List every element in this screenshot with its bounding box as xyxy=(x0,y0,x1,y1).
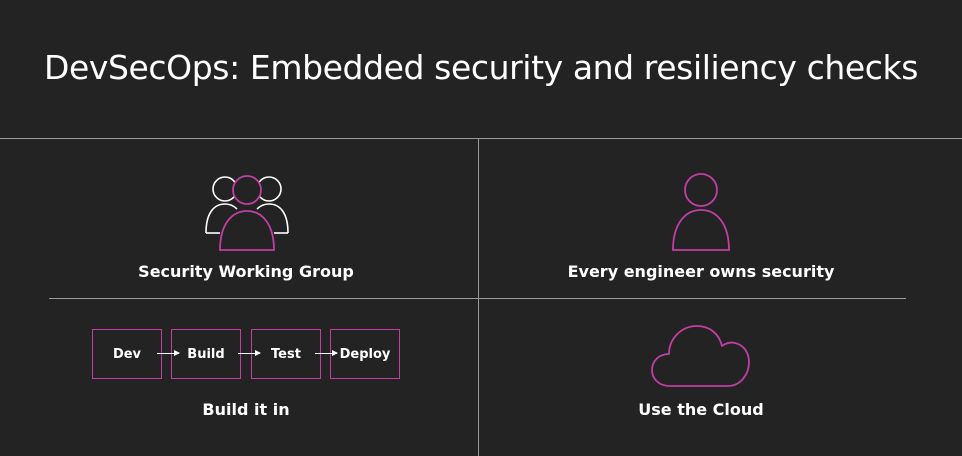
pipeline-stage-label: Test xyxy=(271,346,301,362)
arrow-right-icon xyxy=(238,350,261,356)
every-engineer-label: Every engineer owns security xyxy=(567,262,835,281)
pipeline-stage-label: Build xyxy=(187,346,225,362)
arrow-right-icon xyxy=(157,350,180,356)
slide-title: DevSecOps: Embedded security and resilie… xyxy=(43,48,919,87)
arrow-right-icon xyxy=(315,350,338,356)
pipeline-stage-label: Dev xyxy=(112,346,142,362)
pipeline-stage-deploy: Deploy xyxy=(330,329,400,379)
title-divider xyxy=(0,138,962,139)
pipeline-stage-label: Deploy xyxy=(339,346,391,362)
pipeline-stage-build: Build xyxy=(171,329,241,379)
person-icon xyxy=(668,170,734,256)
build-it-in-label: Build it in xyxy=(202,400,290,419)
pipeline-stage-test: Test xyxy=(251,329,321,379)
horizontal-divider xyxy=(49,298,906,299)
pipeline-stage-dev: Dev xyxy=(92,329,162,379)
vertical-divider xyxy=(478,139,479,456)
security-working-group-label: Security Working Group xyxy=(138,262,354,281)
cloud-icon xyxy=(648,322,754,394)
pipeline-diagram: Dev Build Test Deploy xyxy=(92,329,404,383)
use-the-cloud-label: Use the Cloud xyxy=(638,400,764,419)
people-group-icon xyxy=(200,168,294,258)
